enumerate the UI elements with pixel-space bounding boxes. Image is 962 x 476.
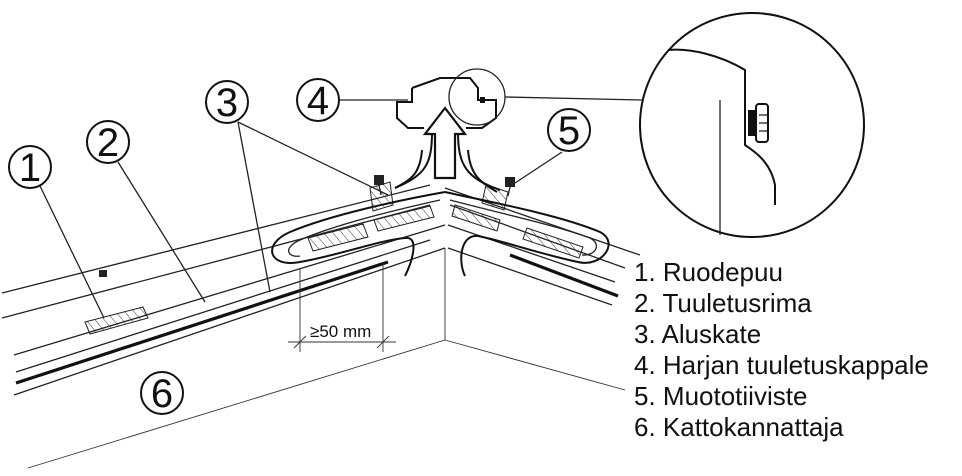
callout-4: 4 xyxy=(296,78,340,123)
dimension-label: ≥50 mm xyxy=(310,322,371,341)
ridge-vent-piece xyxy=(394,77,501,193)
callout-6: 6 xyxy=(140,371,184,416)
detail-magnifier xyxy=(448,12,865,238)
legend-item-1: 1. Ruodepuu xyxy=(634,257,783,287)
callout-number: 4 xyxy=(307,79,329,123)
legend-item-2: 2. Tuuletusrima xyxy=(634,288,812,318)
callout-3: 3 xyxy=(205,80,249,125)
left-roof-slope xyxy=(1,184,446,469)
dimension-50mm: ≥50 mm xyxy=(288,262,396,352)
leader-lines xyxy=(39,99,563,319)
callout-number: 3 xyxy=(216,81,238,125)
underlay-loops xyxy=(271,191,610,277)
callout-number: 5 xyxy=(558,109,580,153)
callout-number: 1 xyxy=(19,146,41,190)
callout-number: 6 xyxy=(151,372,173,416)
fasteners xyxy=(99,175,515,277)
legend-item-6: 6. Kattokannattaja xyxy=(634,412,844,442)
callout-1: 1 xyxy=(8,145,52,190)
callout-number: 2 xyxy=(97,121,119,165)
callout-5: 5 xyxy=(547,108,591,153)
legend-item-4: 4. Harjan tuuletuskappale xyxy=(634,350,929,380)
legend-item-3: 3. Aluskate xyxy=(634,319,761,349)
legend-item-5: 5. Muototiiviste xyxy=(634,381,807,411)
legend: 1. Ruodepuu 2. Tuuletusrima 3. Aluskate … xyxy=(634,257,929,442)
callout-2: 2 xyxy=(86,120,130,165)
